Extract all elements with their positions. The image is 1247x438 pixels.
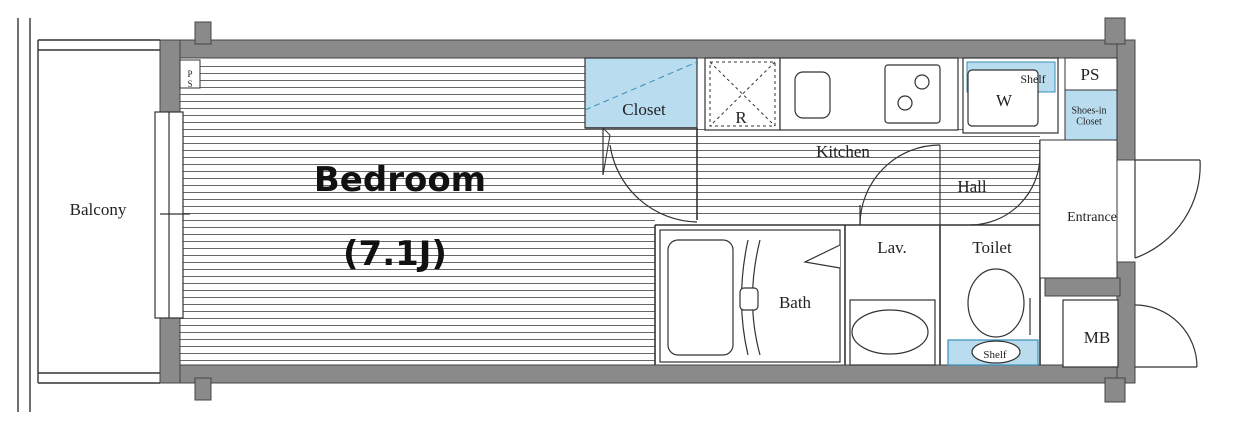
- mb-label: MB: [1084, 328, 1110, 347]
- lavatory: [849, 299, 936, 366]
- entrance-floor: [1039, 139, 1118, 279]
- balcony-window: [154, 111, 190, 319]
- bedroom-size: (7.1J): [343, 234, 447, 274]
- washer-label: W: [996, 91, 1013, 110]
- entrance-label: Entrance: [1067, 210, 1117, 225]
- toilet: [947, 268, 1039, 366]
- mb-box: [1062, 299, 1119, 368]
- bath-label: Bath: [779, 293, 812, 312]
- washer-shelf-label: Shelf: [1020, 72, 1045, 86]
- kitchen-counter: [779, 57, 959, 131]
- washer-area: [962, 57, 1059, 134]
- toilet-label: Toilet: [972, 238, 1012, 257]
- entrance-storage: [1064, 57, 1118, 141]
- kitchen-label: Kitchen: [816, 142, 870, 161]
- bedroom-floor: [180, 60, 1040, 365]
- bath: [659, 229, 841, 363]
- closet-label: Closet: [622, 100, 666, 119]
- balcony: [17, 18, 160, 412]
- balcony-label: Balcony: [70, 200, 127, 219]
- refrigerator-label: R: [735, 108, 747, 127]
- ps-small-box: [179, 59, 201, 89]
- refrigerator-space: [704, 57, 781, 131]
- hall-label: Hall: [957, 177, 987, 196]
- closet: [584, 57, 698, 176]
- toilet-shelf-label: Shelf: [983, 349, 1007, 361]
- ps-label: PS: [1081, 65, 1100, 84]
- bedroom-label: Bedroom: [314, 160, 486, 200]
- lav-label: Lav.: [877, 238, 907, 257]
